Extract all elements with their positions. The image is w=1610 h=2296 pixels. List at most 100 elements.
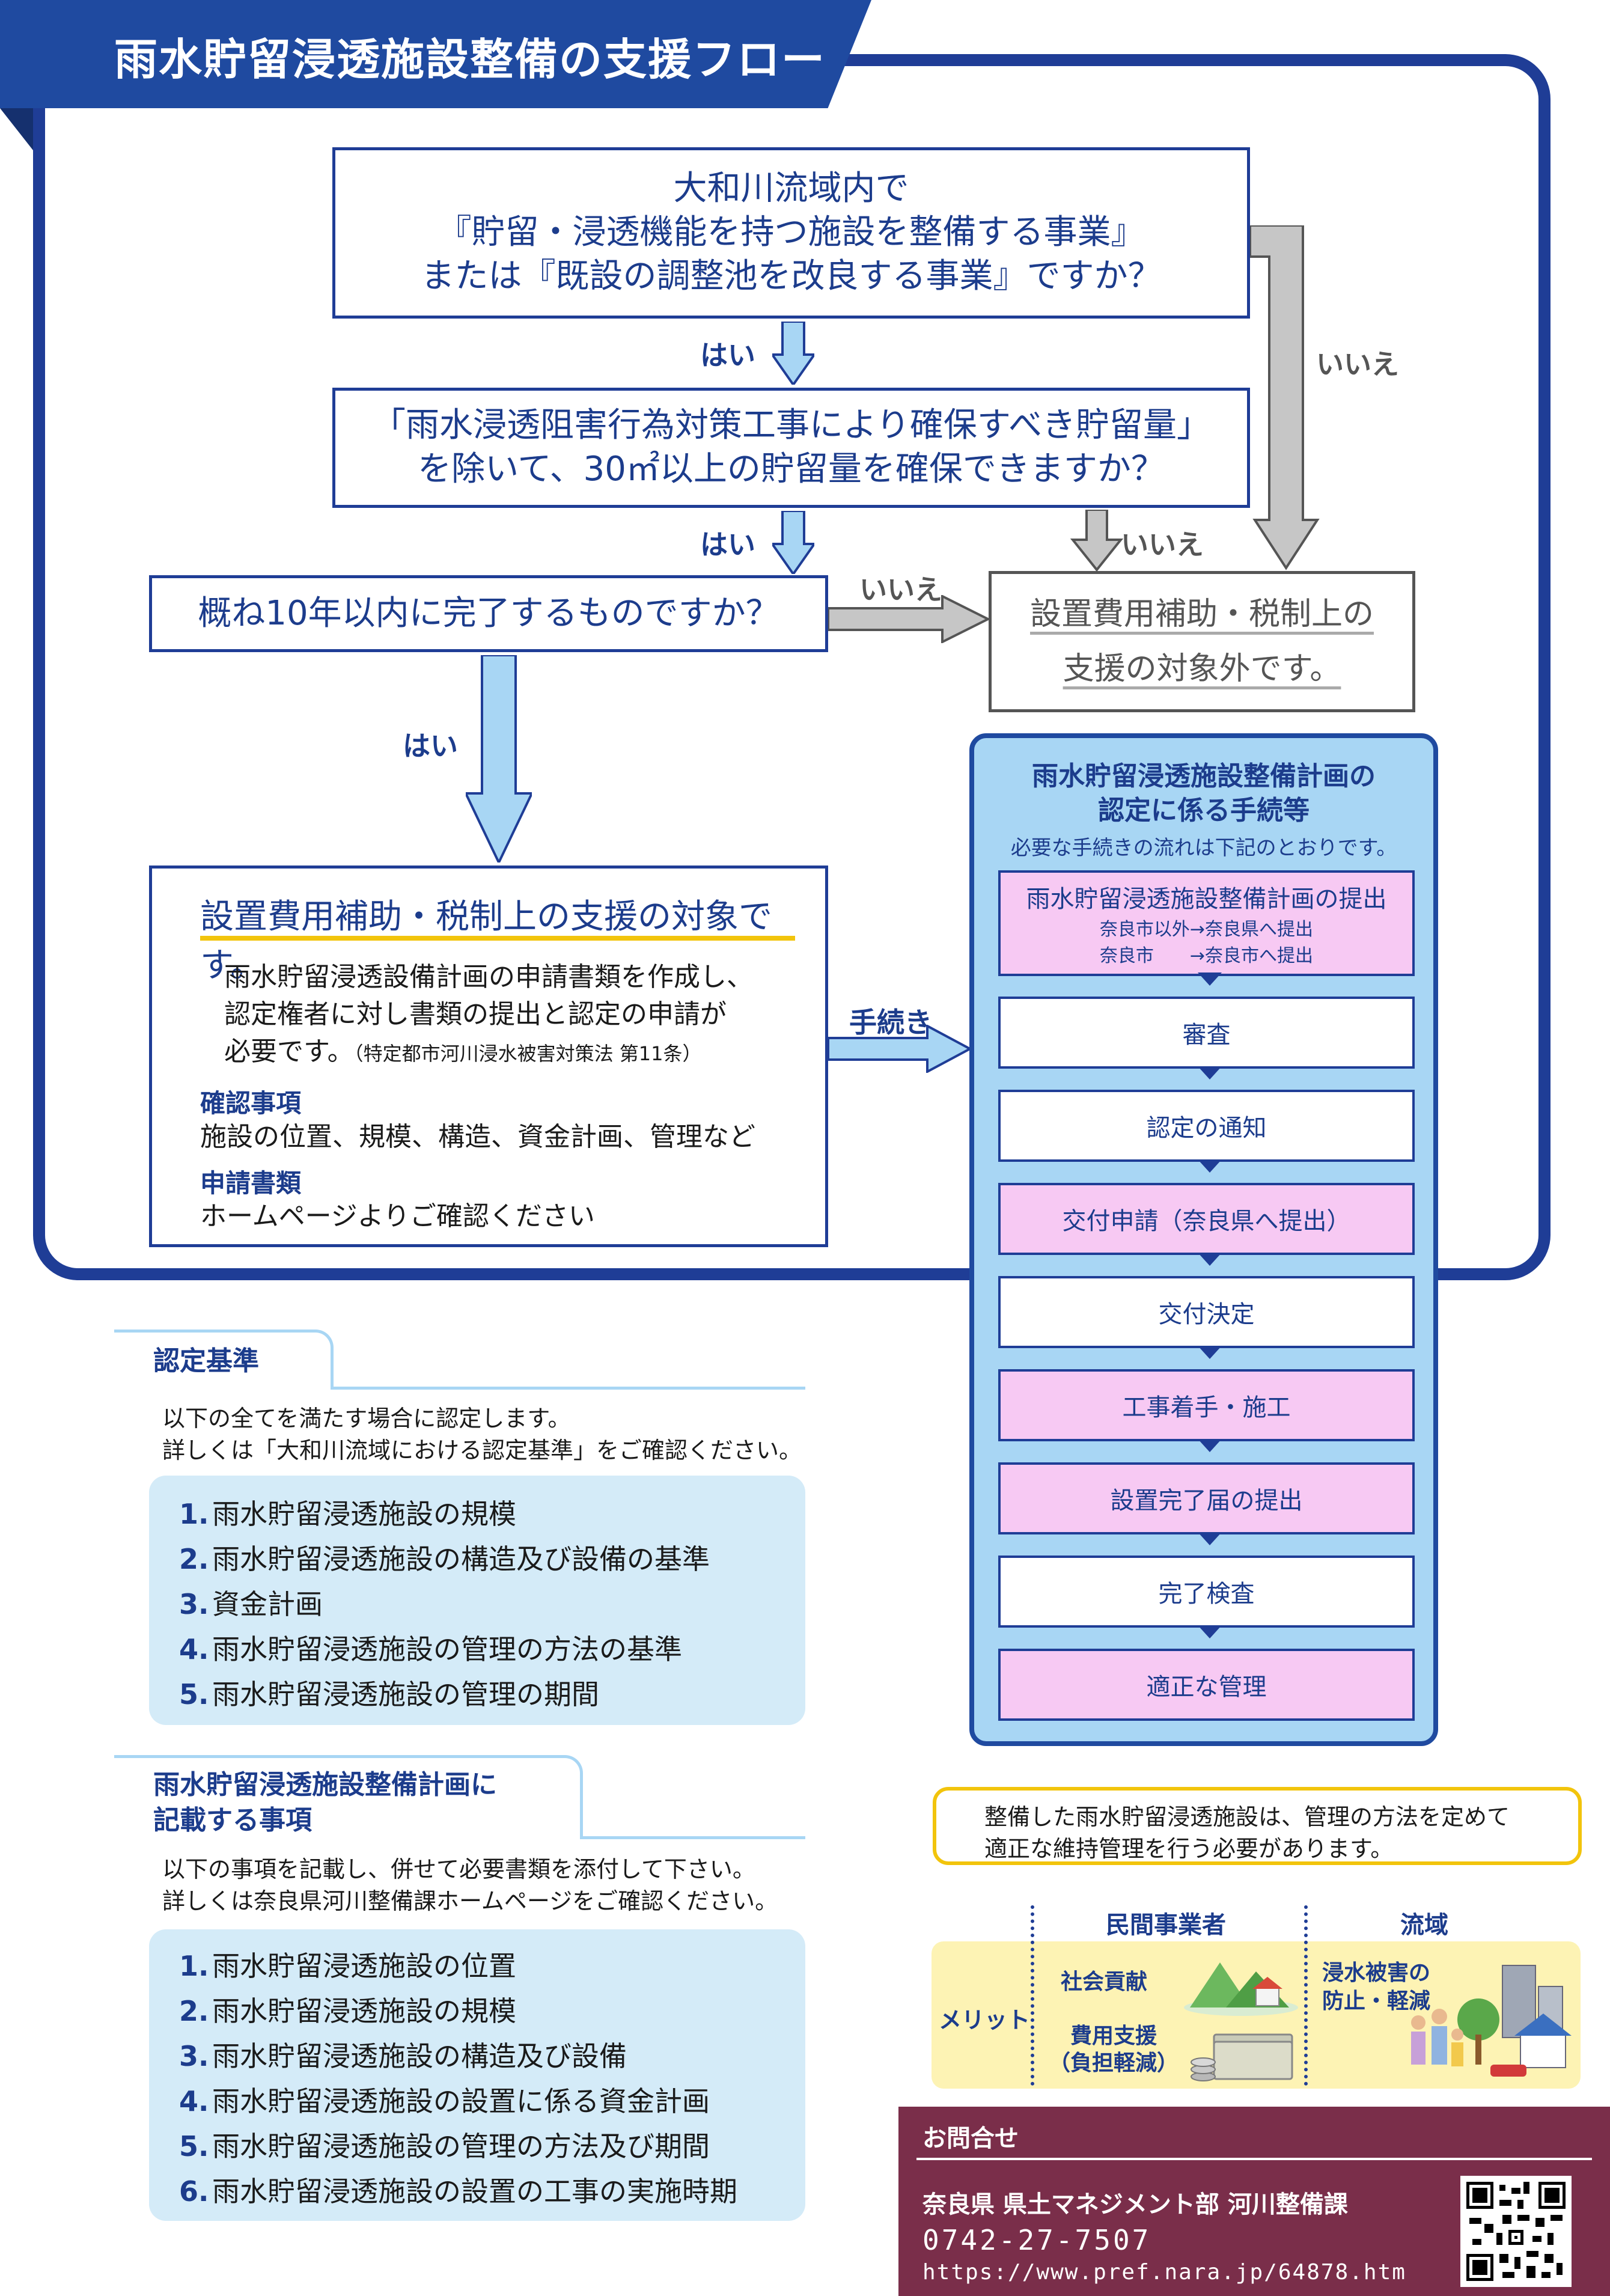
list-item: 4.雨水貯留浸透施設の設置に係る資金計画 bbox=[179, 2085, 710, 2117]
step-grant-decision: 交付決定 bbox=[998, 1276, 1415, 1348]
contact-url-link[interactable]: https://www.pref.nara.jp/64878.htm bbox=[922, 2260, 1406, 2285]
procedure-title-line: 認定に係る手続等 bbox=[1098, 795, 1310, 826]
application-docs-heading: 申請書類 bbox=[200, 1168, 302, 1198]
merit-col-private: 民間事業者 bbox=[1106, 1911, 1226, 1939]
eligible-title-underline bbox=[200, 936, 795, 941]
question-1-line: 大和川流域内で bbox=[673, 169, 909, 209]
maintenance-note-line: 適正な維持管理を行う必要があります。 bbox=[984, 1836, 1394, 1863]
town-and-family-icon bbox=[1406, 1962, 1575, 2085]
step-arrow-icon bbox=[1198, 1346, 1222, 1359]
question-2-line: を除いて、30㎡以上の貯留量を確保できますか？ bbox=[418, 450, 1165, 489]
plan-items-heading: 雨水貯留浸透施設整備計画に 記載する事項 bbox=[153, 1767, 497, 1839]
step-completion-report: 設置完了届の提出 bbox=[998, 1462, 1415, 1534]
merit-col-basin: 流域 bbox=[1400, 1911, 1448, 1939]
merit-divider bbox=[1304, 1905, 1308, 2086]
criteria-divider bbox=[331, 1387, 805, 1390]
list-item: 1.雨水貯留浸透施設の規模 bbox=[179, 1498, 516, 1530]
plan-items-divider bbox=[580, 1836, 805, 1839]
no-path-arrow-icon bbox=[1070, 510, 1124, 573]
question-3-box: 概ね10年以内に完了するものですか？ bbox=[149, 575, 828, 652]
step-review: 審査 bbox=[998, 997, 1415, 1069]
merit-divider bbox=[1031, 1905, 1034, 2086]
yes-label: はい bbox=[403, 730, 458, 762]
list-item: 4.雨水貯留浸透施設の管理の方法の基準 bbox=[179, 1633, 682, 1666]
down-arrow-icon bbox=[772, 511, 814, 574]
procedure-title-line: 雨水貯留浸透施設整備計画の bbox=[1032, 761, 1376, 792]
down-arrow-icon bbox=[772, 322, 814, 385]
criteria-desc-line: 詳しくは「大和川流域における認定基準」をご確認ください。 bbox=[162, 1437, 802, 1464]
step-arrow-icon bbox=[1198, 972, 1222, 986]
step-grant-application: 交付申請（奈良県へ提出） bbox=[998, 1183, 1415, 1255]
house-and-hills-icon bbox=[1184, 1950, 1298, 2019]
list-item: 3.雨水貯留浸透施設の構造及び設備 bbox=[179, 2040, 627, 2072]
step-construction: 工事着手・施工 bbox=[998, 1369, 1415, 1441]
no-path-arrow-icon bbox=[828, 595, 990, 643]
no-label: いいえ bbox=[1316, 348, 1399, 380]
step-arrow-icon bbox=[1198, 1159, 1222, 1173]
question-1-line: または『既設の調整池を改良する事業』ですか？ bbox=[421, 256, 1162, 296]
step-approval-notice: 認定の通知 bbox=[998, 1090, 1415, 1162]
eligible-body-line: 雨水貯留浸透設備計画の申請書類を作成し、 bbox=[224, 962, 753, 992]
question-1-line: 『貯留・浸透機能を持つ施設を整備する事業』 bbox=[438, 213, 1145, 252]
maintenance-note: 整備した雨水貯留浸透施設は、管理の方法を定めて 適正な維持管理を行う必要がありま… bbox=[933, 1787, 1582, 1865]
contact-divider bbox=[916, 2158, 1592, 2160]
not-eligible-line: 設置費用補助・税制上の bbox=[1029, 596, 1374, 632]
plan-items-heading-line: 雨水貯留浸透施設整備計画に bbox=[153, 1769, 497, 1800]
maintenance-note-line: 整備した雨水貯留浸透施設は、管理の方法を定めて bbox=[984, 1804, 1510, 1830]
not-eligible-box: 設置費用補助・税制上の 支援の対象外です。 bbox=[989, 571, 1415, 712]
list-item: 5.雨水貯留浸透施設の管理の期間 bbox=[179, 1678, 599, 1711]
page-title: 雨水貯留浸透施設整備の支援フロー bbox=[114, 34, 826, 85]
step-label: 雨水貯留浸透施設整備計画の提出 bbox=[1026, 885, 1387, 913]
procedure-panel: 雨水貯留浸透施設整備計画の 認定に係る手続等 必要な手続きの流れは下記のとおりで… bbox=[969, 733, 1438, 1746]
no-label: いいえ bbox=[1121, 528, 1204, 561]
merit-cost: 費用支援（負担軽減） bbox=[1049, 2024, 1179, 2075]
eligible-body-line: 必要です。（特定都市河川浸水被害対策法 第11条） bbox=[224, 1036, 702, 1067]
list-item: 5.雨水貯留浸透施設の管理の方法及び期間 bbox=[179, 2130, 710, 2163]
step-arrow-icon bbox=[1198, 1066, 1222, 1079]
step-sub-label: 奈良市 →奈良市へ提出 bbox=[1099, 945, 1314, 966]
eligible-box: 設置費用補助・税制上の支援の対象です。 雨水貯留浸透設備計画の申請書類を作成し、… bbox=[149, 866, 828, 1247]
qr-code-icon[interactable] bbox=[1460, 2176, 1572, 2287]
question-2-line: 「雨水浸透阻害行為対策工事により確保すべき貯留量」 bbox=[372, 406, 1210, 445]
criteria-tab bbox=[114, 1330, 334, 1390]
plan-items-heading-line: 記載する事項 bbox=[153, 1805, 312, 1836]
question-3-text: 概ね10年以内に完了するものですか？ bbox=[198, 593, 779, 633]
yes-label: はい bbox=[700, 339, 755, 371]
list-item: 2.雨水貯留浸透施設の規模 bbox=[179, 1995, 516, 2027]
procedure-label: 手続き bbox=[849, 1006, 932, 1039]
list-item: 1.雨水貯留浸透施設の位置 bbox=[179, 1950, 516, 1982]
application-docs-text: ホームページよりご確認ください bbox=[200, 1201, 595, 1232]
question-2-box: 「雨水浸透阻害行為対策工事により確保すべき貯留量」 を除いて、30㎡以上の貯留量… bbox=[332, 388, 1250, 508]
merit-flood: 浸水被害の防止・軽減 bbox=[1322, 1961, 1431, 2014]
law-reference: （特定都市河川浸水被害対策法 第11条） bbox=[353, 1042, 702, 1065]
list-item: 6.雨水貯留浸透施設の設置の工事の実施時期 bbox=[179, 2175, 737, 2208]
title-banner bbox=[0, 0, 871, 108]
contact-organization: 奈良県 県土マネジメント部 河川整備課 bbox=[922, 2191, 1348, 2218]
procedure-subtitle: 必要な手続きの流れは下記のとおりです。 bbox=[1010, 836, 1397, 860]
step-arrow-icon bbox=[1198, 1625, 1222, 1638]
criteria-heading: 認定基準 bbox=[153, 1346, 259, 1376]
plan-items-list: 1.雨水貯留浸透施設の位置 2.雨水貯留浸透施設の規模 3.雨水貯留浸透施設の構… bbox=[149, 1929, 805, 2221]
yes-label: はい bbox=[700, 528, 755, 561]
question-1-box: 大和川流域内で 『貯留・浸透機能を持つ施設を整備する事業』 または『既設の調整池… bbox=[332, 147, 1250, 319]
merit-panel: メリット 社会貢献 費用支援（負担軽減） 浸水被害の防止・軽減 bbox=[932, 1905, 1581, 2089]
step-arrow-icon bbox=[1198, 1532, 1222, 1545]
contact-panel: お問合せ 奈良県 県土マネジメント部 河川整備課 0742-27-7507 ht… bbox=[898, 2107, 1610, 2296]
eligible-title: 設置費用補助・税制上の支援の対象です。 bbox=[200, 897, 772, 985]
procedure-arrow-icon bbox=[828, 1025, 972, 1073]
eligible-body-line: 認定権者に対し書類の提出と認定の申請が bbox=[224, 999, 727, 1030]
contact-heading: お問合せ bbox=[922, 2125, 1019, 2152]
title-banner-fold bbox=[0, 108, 33, 150]
plan-items-desc-line: 詳しくは奈良県河川整備課ホームページをご確認ください。 bbox=[162, 1888, 778, 1914]
check-items-text: 施設の位置、規模、構造、資金計画、管理など bbox=[200, 1122, 755, 1152]
step-final-inspection: 完了検査 bbox=[998, 1556, 1415, 1628]
plan-items-desc-line: 以下の事項を記載し、併せて必要書類を添付して下さい。 bbox=[162, 1856, 755, 1882]
procedure-title: 雨水貯留浸透施設整備計画の 認定に係る手続等 bbox=[974, 759, 1433, 828]
list-item: 2.雨水貯留浸透施設の構造及び設備の基準 bbox=[179, 1543, 710, 1575]
check-items-heading: 確認事項 bbox=[200, 1088, 302, 1118]
contact-phone[interactable]: 0742-27-7507 bbox=[922, 2224, 1151, 2256]
step-arrow-icon bbox=[1198, 1253, 1222, 1266]
step-arrow-icon bbox=[1198, 1439, 1222, 1452]
step-plan-submission: 雨水貯留浸透施設整備計画の提出 奈良市以外→奈良県へ提出 奈良市 →奈良市へ提出 bbox=[998, 870, 1415, 976]
money-icon bbox=[1190, 2029, 1298, 2088]
